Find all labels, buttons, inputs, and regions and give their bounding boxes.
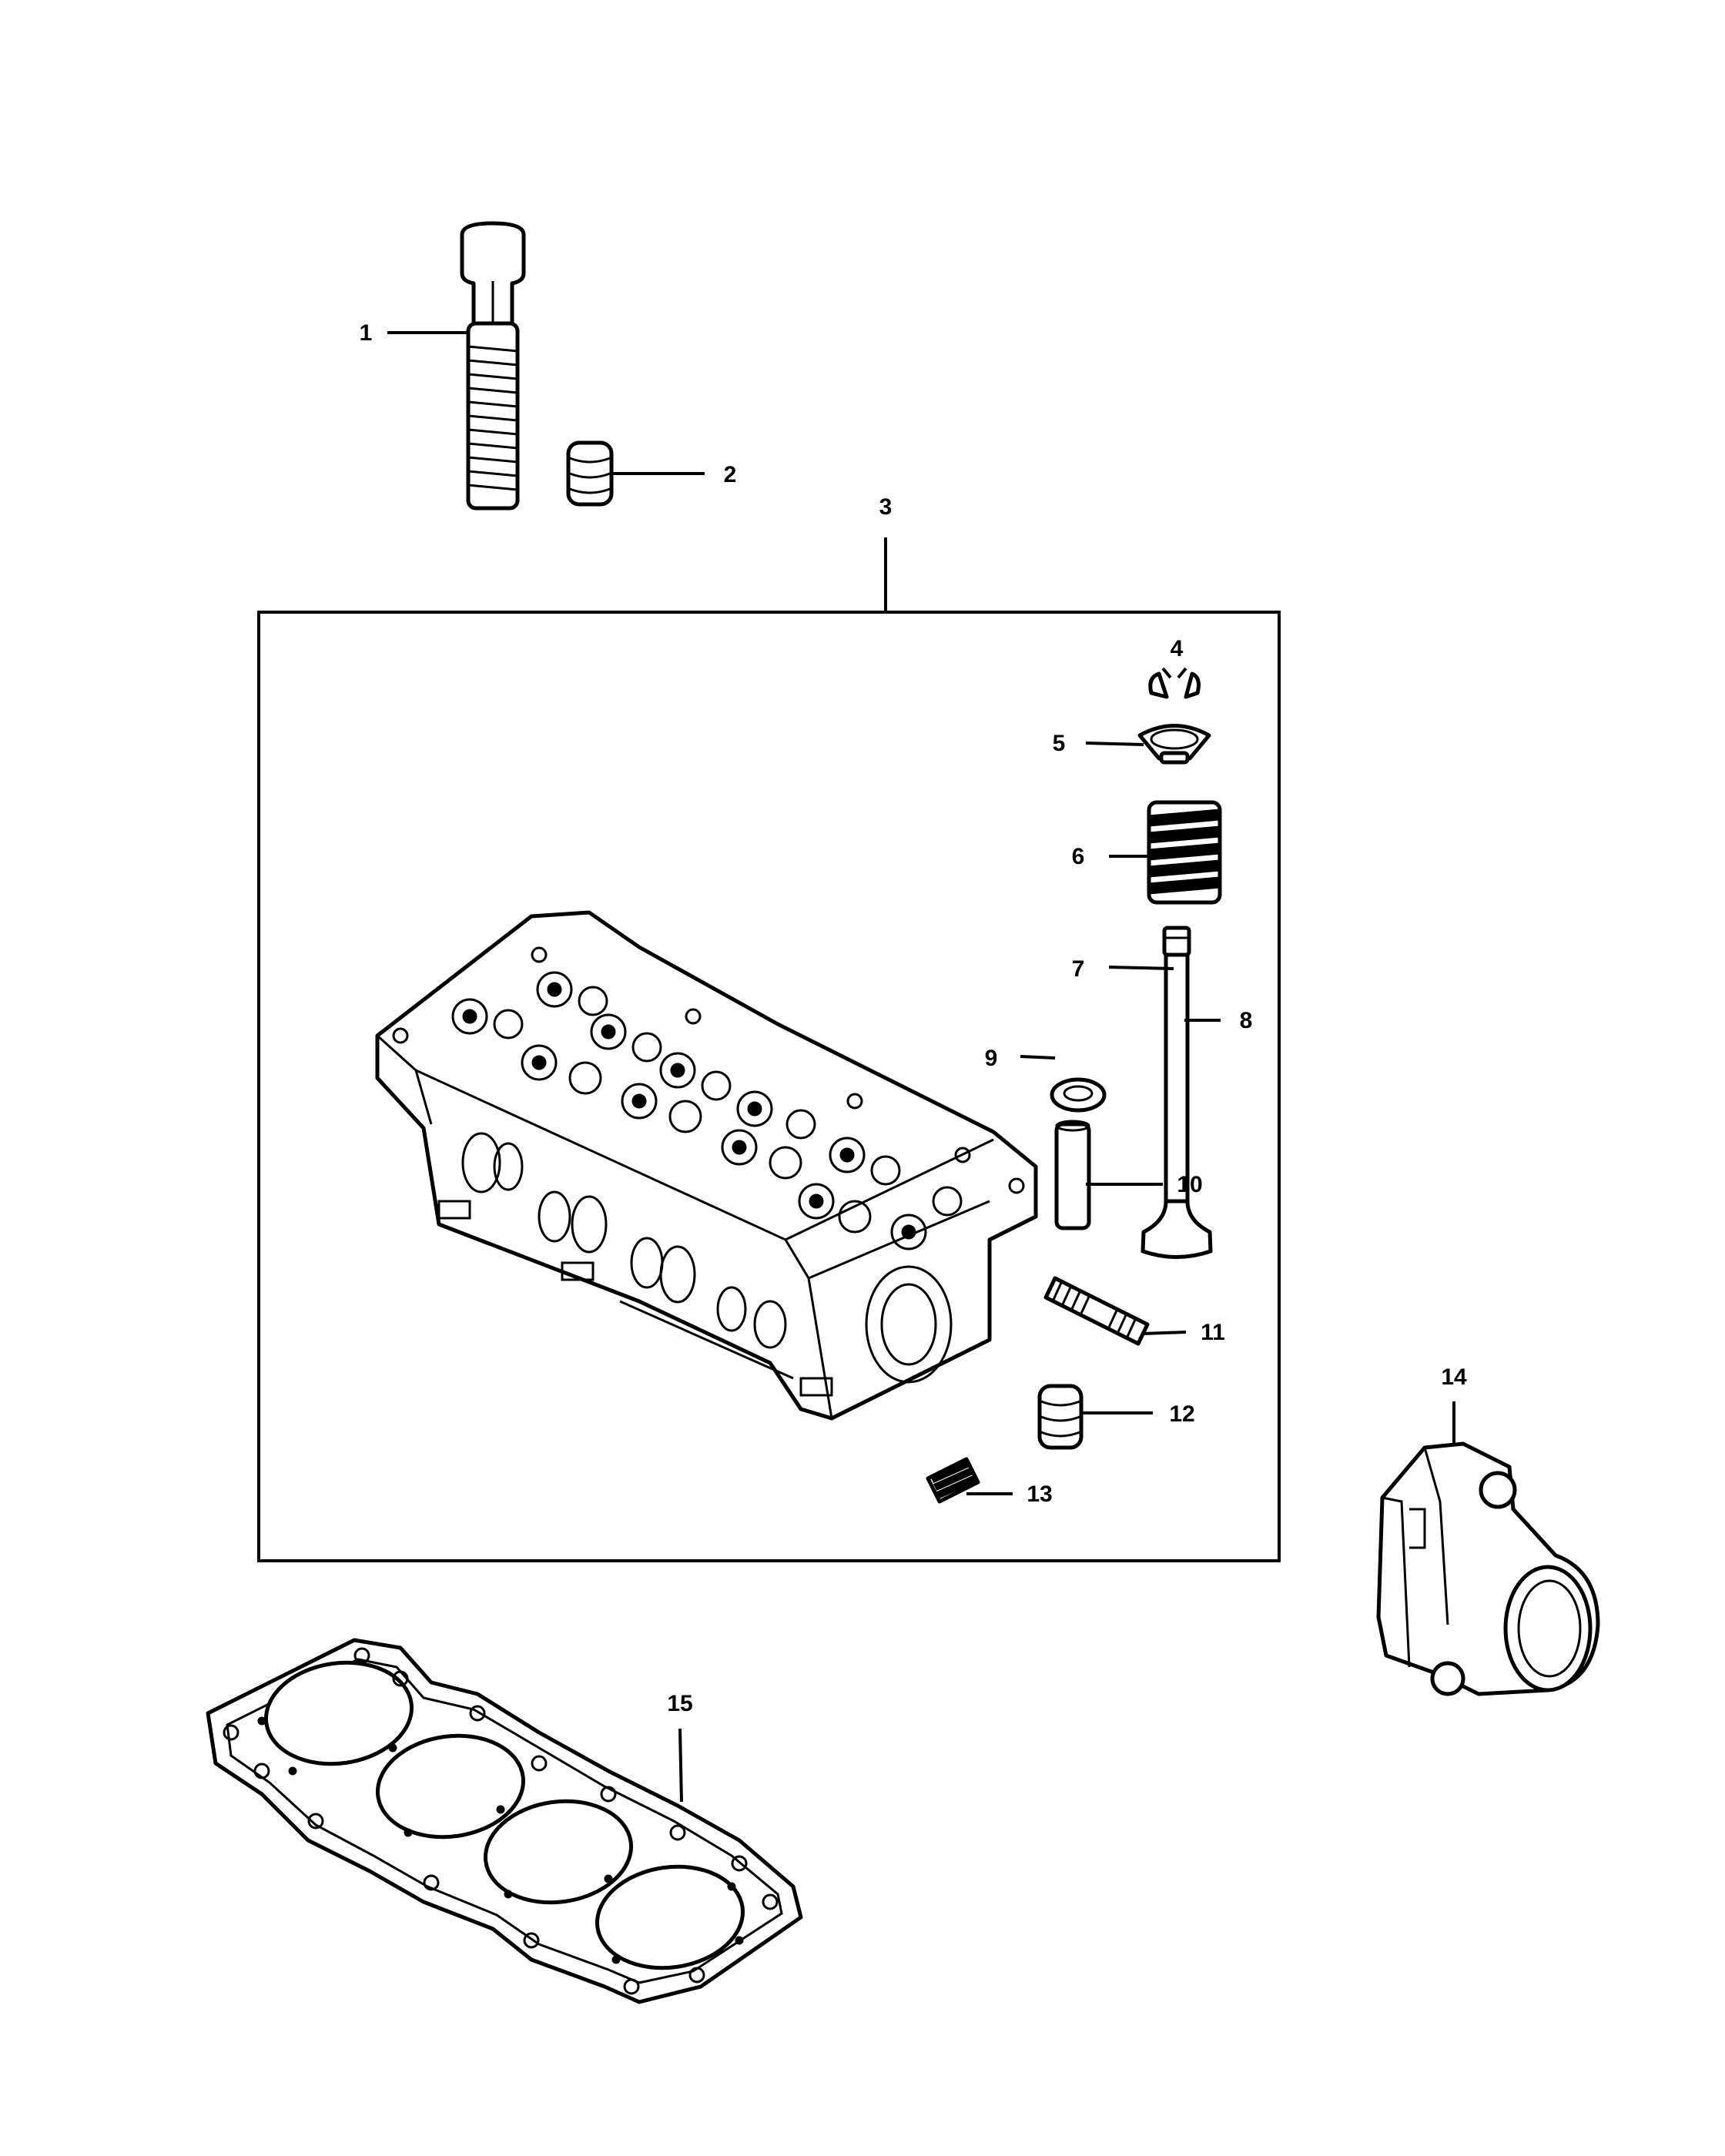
leader-7 [1108, 966, 1174, 970]
part-5-spring-retainer[interactable] [1137, 724, 1211, 765]
part-6-valve-spring[interactable] [1147, 800, 1222, 905]
callout-8: 8 [1240, 1008, 1253, 1033]
part-1-bolt[interactable] [460, 221, 526, 511]
callout-9: 9 [985, 1046, 998, 1071]
part-15-head-gasket[interactable] [206, 1638, 803, 2004]
callout-4: 4 [1171, 636, 1184, 661]
part-14-coolant-outlet-housing[interactable] [1376, 1441, 1600, 1696]
callout-10: 10 [1177, 1172, 1202, 1197]
leader-5 [1085, 742, 1144, 746]
part-9-stem-seal[interactable] [1050, 1077, 1107, 1113]
callout-11: 11 [1201, 1320, 1225, 1345]
part-4-valve-keepers[interactable] [1148, 671, 1201, 699]
part-13-threaded-insert[interactable] [926, 1457, 980, 1504]
callout-13: 13 [1027, 1481, 1052, 1507]
callout-3: 3 [879, 494, 893, 520]
leader-9 [1020, 1055, 1056, 1060]
callout-12: 12 [1169, 1401, 1194, 1427]
part-10-valve-guide[interactable] [1054, 1120, 1091, 1230]
callout-7: 7 [1072, 956, 1085, 982]
assembly-3-box [257, 611, 1281, 1562]
part-2-sleeve[interactable] [566, 440, 614, 507]
leader-15 [678, 1728, 683, 1803]
callout-2: 2 [724, 462, 737, 487]
leader-4a [1161, 667, 1172, 679]
part-11-stud[interactable] [1043, 1276, 1150, 1346]
callout-1: 1 [360, 320, 373, 346]
part-12-sleeve[interactable] [1037, 1384, 1084, 1450]
part-7-8-valve[interactable] [1141, 926, 1213, 1259]
callout-15: 15 [667, 1691, 692, 1716]
part-3-cylinder-head[interactable] [375, 910, 1038, 1421]
leader-4b [1177, 667, 1187, 679]
callout-14: 14 [1441, 1364, 1467, 1390]
callout-5: 5 [1053, 731, 1066, 756]
leader-11 [1143, 1331, 1187, 1335]
callout-6: 6 [1072, 844, 1085, 869]
